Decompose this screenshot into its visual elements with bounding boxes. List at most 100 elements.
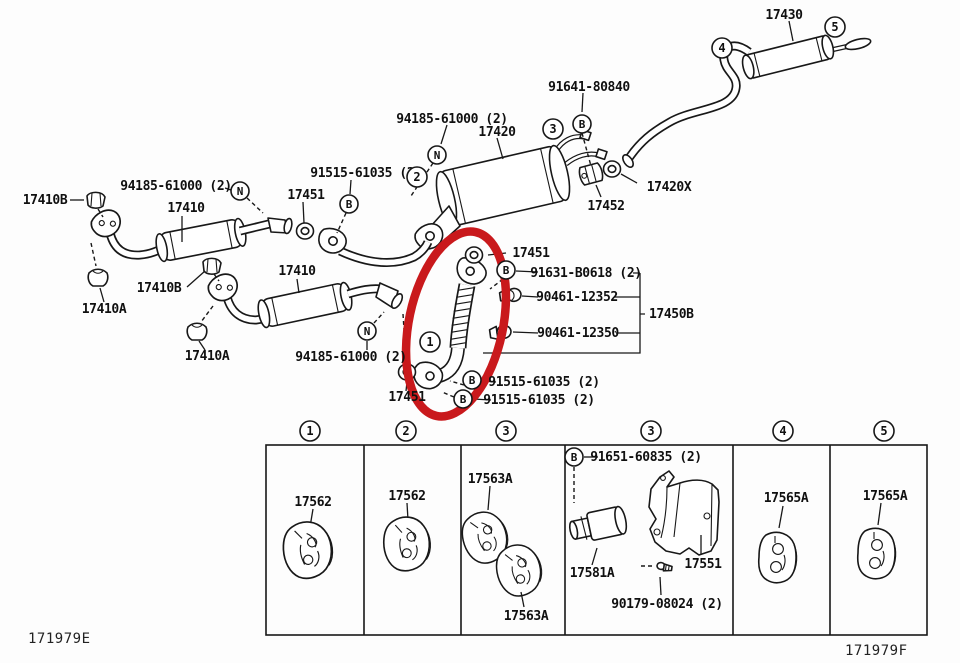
label-17551: 17551: [684, 557, 722, 572]
flex-top-flange: [456, 257, 487, 285]
rear-muffler-assembly: [622, 34, 872, 168]
svg-text:2: 2: [413, 170, 420, 184]
svg-text:N: N: [434, 149, 441, 162]
svg-text:N: N: [237, 185, 244, 198]
badge-B-flex-top: B: [496, 260, 516, 280]
svg-text:5: 5: [880, 424, 887, 438]
svg-text:4: 4: [718, 41, 725, 55]
svg-text:B: B: [460, 393, 467, 406]
label-17420: 17420: [478, 125, 516, 140]
table-header-5: 5: [873, 420, 895, 442]
fitment-table: 1 2 3 3 4 5 17562 17562 17563A 17563A B …: [265, 420, 928, 636]
center-muffler-body: [435, 144, 571, 228]
svg-text:3: 3: [549, 122, 556, 136]
badge-5: 5: [824, 16, 846, 38]
label-17581A: 17581A: [570, 566, 615, 581]
label-17410A-1: 17410A: [82, 302, 127, 317]
badge-N-lower: N: [357, 321, 377, 341]
svg-text:B: B: [469, 374, 476, 387]
badge-3: 3: [542, 118, 564, 140]
label-91651: 91651-60835 (2): [590, 450, 701, 465]
flex-bottom-flange: [412, 361, 444, 390]
label-17450B: 17450B: [649, 307, 694, 322]
clamp-17410B-1: [86, 191, 106, 209]
pipe1-flange: [90, 209, 122, 238]
callout-badges: 5 4 3 2 1 N N N B B B B B: [230, 16, 846, 409]
figure-code-left: 171979E: [28, 631, 91, 647]
catalytic-converter-2: [257, 281, 353, 329]
catalytic-converter-1: [155, 217, 247, 263]
svg-text:B: B: [579, 118, 586, 131]
badge-1: 1: [419, 331, 441, 353]
badge-B-mid: B: [339, 194, 359, 214]
label-90179: 90179-08024 (2): [611, 597, 722, 612]
svg-text:2: 2: [402, 424, 409, 438]
svg-text:B: B: [346, 198, 353, 211]
bolt-90179: [656, 561, 673, 572]
part-labels: 17430 91641-80840 94185-61000 (2) 17420 …: [23, 8, 804, 408]
table-header-3b: 3: [640, 420, 662, 442]
label-91515-c: 91515-61035 (2): [483, 393, 594, 408]
label-17562-1: 17562: [294, 495, 331, 510]
label-17452: 17452: [587, 199, 624, 214]
badge-N-center: N: [427, 145, 447, 165]
label-17451-flex: 17451: [512, 246, 550, 261]
mount-17410A-2: [186, 322, 208, 341]
label-17410-2: 17410: [278, 264, 316, 279]
label-94185-left: 94185-61000 (2): [120, 179, 231, 194]
hanger-17565A-5: [856, 527, 897, 580]
label-17451-bottom: 17451: [388, 390, 426, 405]
hanger-17562-2: [380, 514, 434, 574]
table-header-1: 1: [299, 420, 321, 442]
bracket-17551: [648, 470, 720, 556]
front-pipe-1: [86, 191, 293, 287]
flex-pipe-assembly: [397, 246, 523, 390]
label-94185-center: 94185-61000 (2): [396, 112, 507, 127]
insulator-17581A: [568, 505, 628, 541]
svg-text:4: 4: [779, 424, 786, 438]
hanger-17565A-4: [757, 531, 798, 584]
label-17410-1: 17410: [167, 201, 205, 216]
svg-text:3: 3: [647, 424, 654, 438]
svg-text:B: B: [571, 451, 578, 464]
badge-B-table: B: [564, 447, 584, 467]
badge-B-flex-2: B: [453, 389, 473, 409]
figure-code-right: 171979F: [845, 643, 908, 659]
front-pipe-2: [186, 257, 407, 362]
svg-text:B: B: [503, 264, 510, 277]
label-90461-12350: 90461-12350: [537, 326, 619, 341]
label-17420X: 17420X: [647, 180, 692, 195]
label-17410B-2: 17410B: [137, 281, 182, 296]
gasket-17451-flex: [464, 246, 484, 264]
svg-text:3: 3: [502, 424, 509, 438]
hanger-17562-1: [279, 517, 337, 582]
center-muffler-assembly: [315, 129, 608, 267]
tailpipe-tip: [844, 37, 872, 51]
label-17563A-bottom: 17563A: [504, 609, 549, 624]
label-17565A-4: 17565A: [764, 491, 809, 506]
label-17410A-2: 17410A: [185, 349, 230, 364]
label-91515-upper: 91515-61035 (2): [310, 166, 421, 181]
gasket-17420X: [602, 160, 622, 178]
badge-2: 2: [406, 166, 428, 188]
badge-B-flex-1: B: [462, 370, 482, 390]
rear-muffler-body: [741, 34, 835, 80]
pipe2-flange: [207, 273, 239, 302]
label-17565A-5: 17565A: [863, 489, 908, 504]
gasket-17451-1: [295, 222, 315, 240]
label-17562-2: 17562: [388, 489, 425, 504]
label-91641-80840: 91641-80840: [548, 80, 630, 95]
svg-text:5: 5: [831, 20, 838, 34]
label-91631: 91631-B0618 (2): [530, 266, 641, 281]
badge-B-tail: B: [572, 114, 592, 134]
table-header-3a: 3: [495, 420, 517, 442]
mount-17410A-1: [87, 268, 109, 287]
red-highlight-ellipse: [401, 227, 511, 421]
svg-text:1: 1: [306, 424, 313, 438]
label-91515-b: 91515-61035 (2): [488, 375, 599, 390]
label-17430: 17430: [765, 8, 803, 23]
table-header-4: 4: [772, 420, 794, 442]
clamp-17410B-2: [202, 257, 222, 275]
label-94185-lower: 94185-61000 (2): [295, 350, 406, 365]
